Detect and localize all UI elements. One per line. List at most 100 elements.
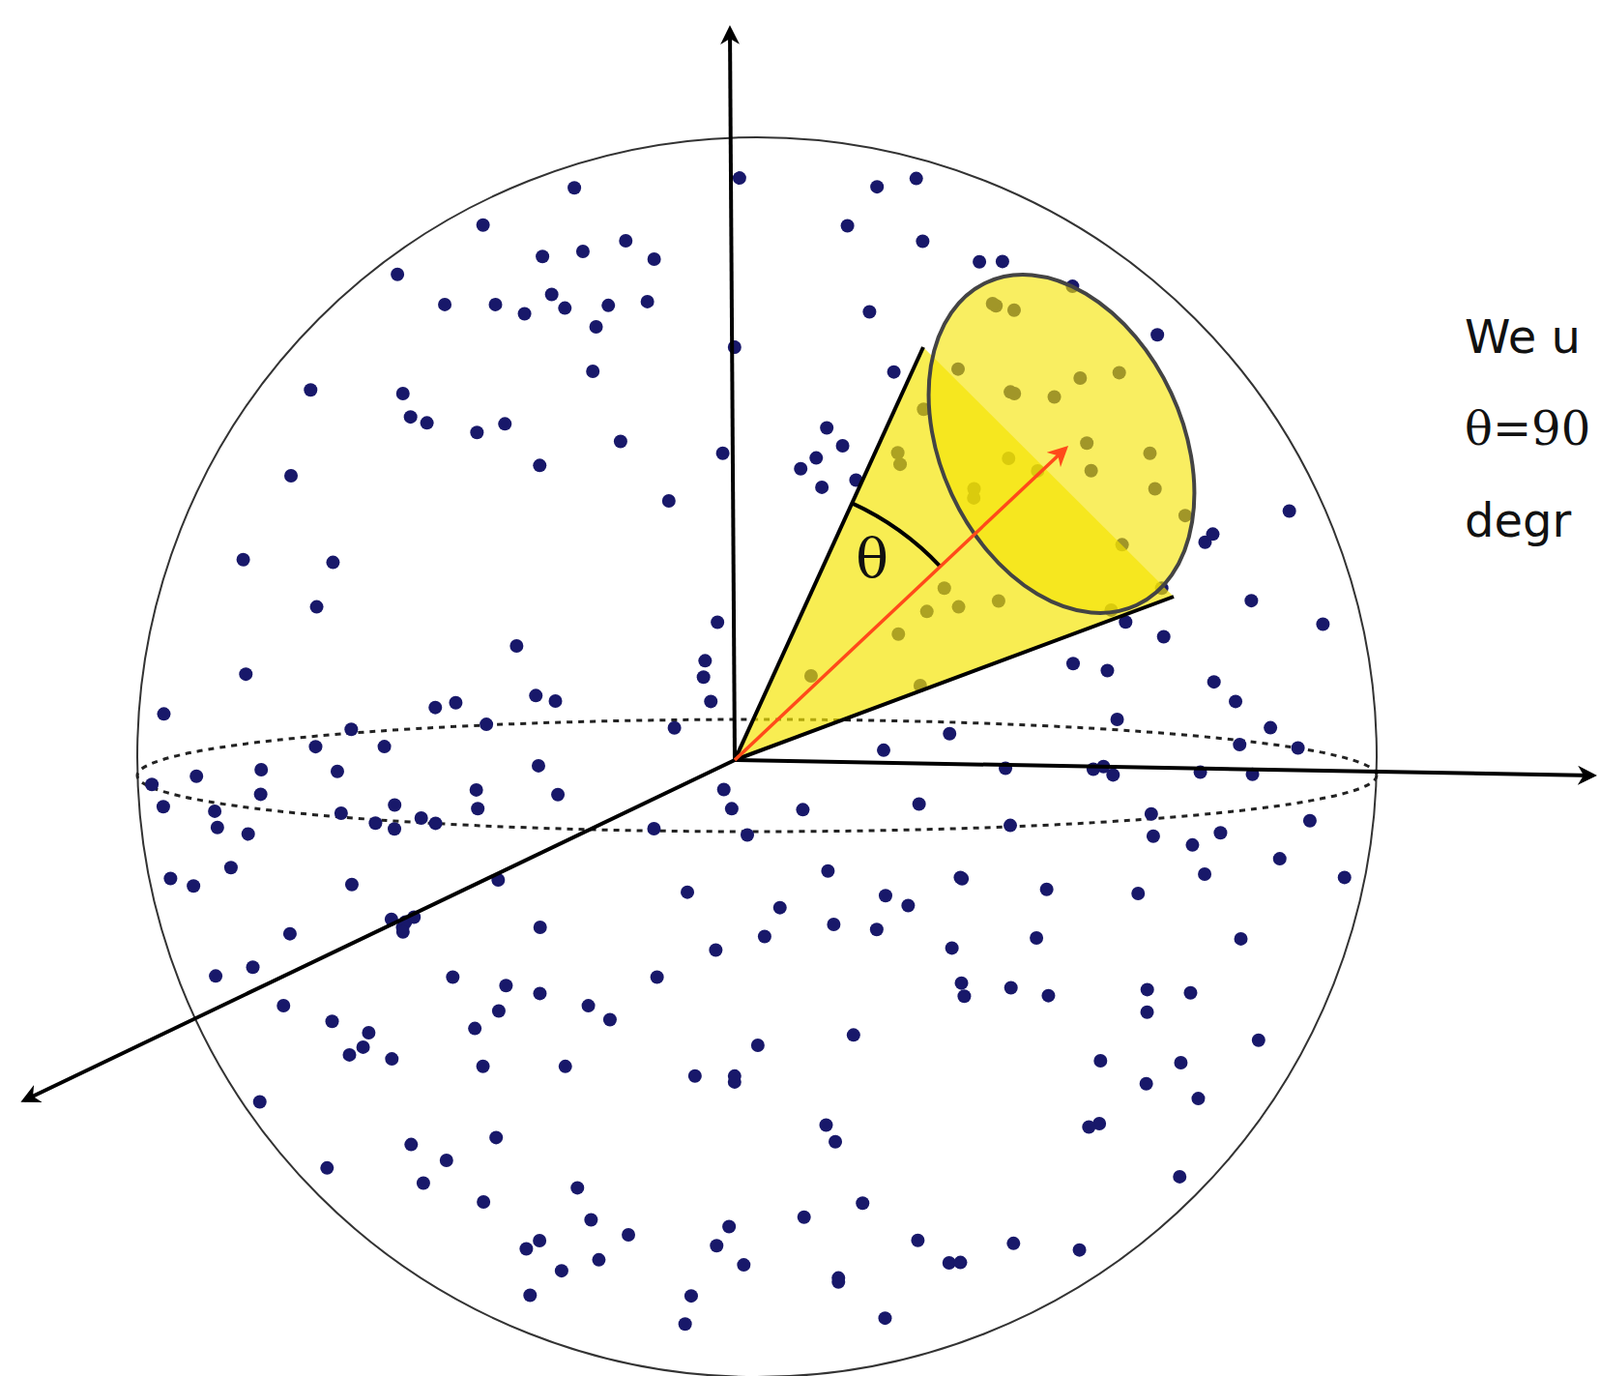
cone-edge <box>734 596 1174 760</box>
data-point <box>396 925 410 939</box>
data-point <box>912 797 927 812</box>
data-point <box>910 1233 925 1248</box>
data-point <box>1093 1053 1107 1068</box>
data-point <box>717 783 731 797</box>
data-point <box>581 998 596 1013</box>
data-point <box>688 1069 702 1083</box>
data-point <box>1303 814 1317 828</box>
data-point <box>957 989 971 1003</box>
data-point <box>589 320 604 334</box>
sphere-outline <box>137 137 1377 1376</box>
data-point <box>841 218 855 233</box>
data-point <box>163 871 177 885</box>
data-point <box>535 249 550 263</box>
data-point <box>404 1137 418 1152</box>
note-text: θ=90 <box>1464 405 1591 452</box>
y-axis <box>734 759 1594 776</box>
data-point <box>814 480 829 495</box>
data-point <box>1183 986 1197 1000</box>
data-point <box>809 451 823 466</box>
data-point <box>476 1059 491 1074</box>
data-point <box>797 1210 812 1224</box>
data-point <box>1173 1055 1188 1070</box>
data-point <box>254 786 268 801</box>
data-point <box>1251 1033 1266 1048</box>
note-text: We u <box>1464 313 1581 360</box>
data-point <box>613 435 628 449</box>
data-point <box>416 1176 431 1191</box>
data-point <box>283 927 297 941</box>
data-point <box>1140 982 1155 996</box>
direction-arrow <box>734 448 1066 760</box>
data-point <box>476 218 491 233</box>
data-point <box>554 1263 569 1278</box>
data-point <box>1213 825 1227 840</box>
data-point <box>518 307 532 321</box>
data-point <box>325 1014 340 1028</box>
data-point <box>601 298 615 313</box>
data-point <box>647 252 662 266</box>
data-point <box>492 1003 506 1018</box>
data-point <box>955 976 969 990</box>
cone-edge <box>734 347 924 760</box>
data-point <box>876 743 891 757</box>
data-point <box>740 828 755 843</box>
data-point <box>533 920 548 934</box>
data-point <box>1110 712 1125 727</box>
angle-label: θ <box>855 531 889 586</box>
data-point <box>308 739 322 754</box>
data-point <box>583 1212 598 1226</box>
data-point <box>549 694 563 708</box>
data-point <box>414 811 429 825</box>
data-point <box>567 180 582 195</box>
data-point <box>189 769 204 784</box>
data-point <box>241 826 256 841</box>
data-point <box>710 614 725 629</box>
data-point <box>467 1021 482 1036</box>
data-point <box>751 1038 765 1052</box>
data-point <box>603 1013 617 1027</box>
data-point <box>703 694 718 708</box>
data-point <box>1197 867 1212 881</box>
data-point <box>1244 593 1258 608</box>
data-point <box>390 267 405 282</box>
data-point <box>1100 663 1114 677</box>
data-point <box>716 446 730 461</box>
data-point <box>470 801 485 815</box>
data-point <box>1228 694 1243 708</box>
data-point <box>303 382 318 397</box>
data-point <box>831 1275 845 1289</box>
data-point <box>618 233 633 248</box>
data-point <box>995 254 1010 268</box>
data-point <box>310 600 324 614</box>
z-axis <box>729 29 735 760</box>
data-point <box>972 255 987 269</box>
data-point <box>498 978 513 992</box>
data-point <box>680 885 695 900</box>
data-point <box>489 297 503 312</box>
data-point <box>646 821 661 836</box>
data-point <box>224 860 238 874</box>
data-point <box>877 1310 892 1325</box>
data-point <box>732 171 747 185</box>
data-point <box>1273 851 1287 866</box>
data-point <box>862 305 876 320</box>
data-point <box>1205 526 1220 541</box>
data-point <box>254 762 268 777</box>
data-point <box>145 777 159 791</box>
data-point <box>1291 741 1306 756</box>
data-point <box>1073 1243 1087 1257</box>
data-point <box>1185 838 1199 852</box>
data-point <box>334 806 349 820</box>
data-point <box>186 878 201 893</box>
data-point <box>953 871 967 885</box>
data-point <box>698 653 712 668</box>
data-point <box>826 917 841 931</box>
data-point <box>1207 674 1222 689</box>
data-point <box>236 552 251 567</box>
data-point <box>795 802 810 816</box>
note-text: degr <box>1464 496 1571 544</box>
data-point <box>557 301 572 316</box>
data-point <box>344 722 358 736</box>
